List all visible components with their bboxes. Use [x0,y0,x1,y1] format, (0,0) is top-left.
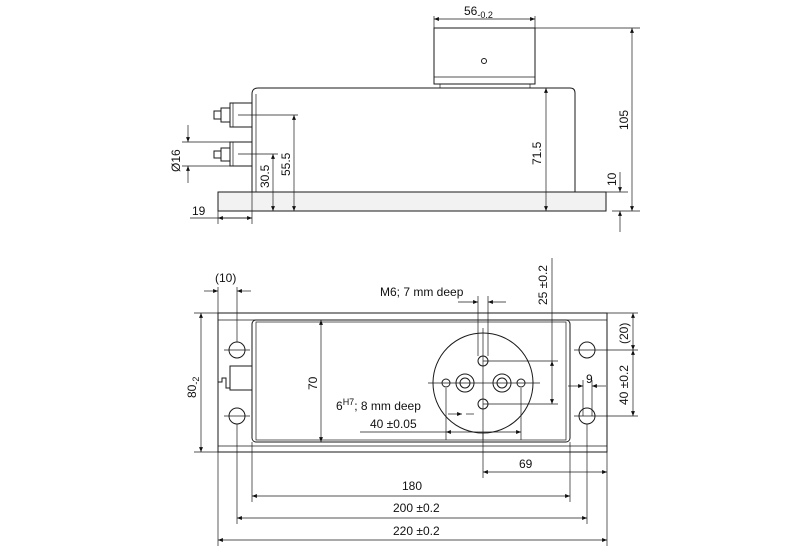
base-plate [217,191,607,212]
dim-80: 80-2 [185,377,201,398]
dim-base-height: 10 [605,172,619,186]
dim-180: 180 [402,479,422,493]
dim-69: 69 [519,457,533,471]
dim-connector-diameter: Ø16 [169,149,183,172]
dim-9: 9 [586,372,593,386]
bottom-view: (10) M6; 7 mm deep 25 ±0.2 (20) 40 ±0.2 … [185,258,638,546]
thread-note: M6; 7 mm deep [380,285,464,299]
dim-220: 220 ±0.2 [393,524,440,538]
dim-70: 70 [306,376,320,390]
pin-note: 6H7; 8 mm deep [336,397,421,413]
dim-40-right: 40 ±0.2 [617,365,631,405]
dim-body-height: 71.5 [530,141,544,165]
head-marker-dot [481,58,487,64]
dim-connector-lower-height: 30.5 [258,164,272,188]
dim-head-width: 56-0.2 [464,4,493,20]
dim-25: 25 ±0.2 [536,265,550,305]
side-view: 56-0.2 105 71.5 10 55.5 30.5 Ø16 [169,4,640,232]
dim-edge-10: (10) [215,271,236,285]
main-body [251,87,576,193]
dim-200: 200 ±0.2 [393,501,440,515]
load-cell-head [433,27,536,85]
dim-total-height: 105 [617,110,631,130]
dim-40-bottom: 40 ±0.05 [370,417,417,431]
dim-connector-upper-height: 55.5 [279,152,293,176]
plate-outline [217,312,608,453]
dim-20: (20) [617,323,631,344]
dim-left-offset: 19 [192,204,206,218]
